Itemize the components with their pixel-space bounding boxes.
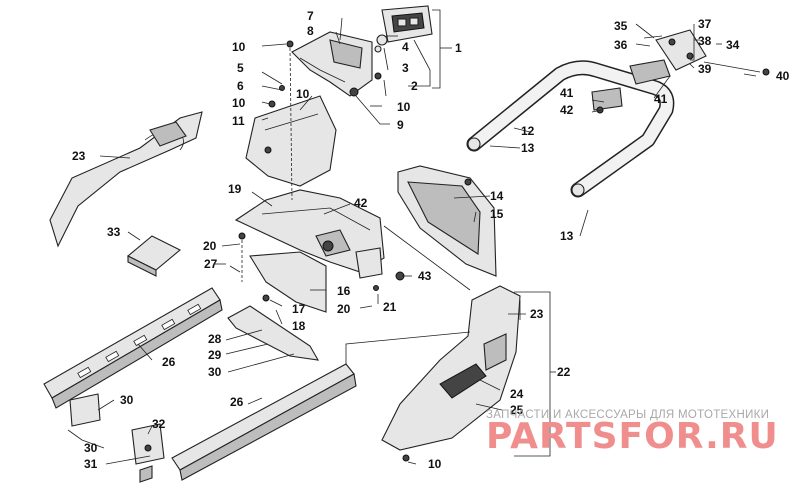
rear-tub bbox=[234, 189, 385, 279]
callout-30-mid: 30 bbox=[208, 365, 222, 379]
taillight-bracket bbox=[291, 31, 373, 97]
callout-29: 29 bbox=[208, 348, 222, 362]
callout-6: 6 bbox=[237, 79, 244, 93]
callout-4: 4 bbox=[402, 40, 409, 54]
callout-20-left: 20 bbox=[203, 239, 217, 253]
callout-5: 5 bbox=[237, 61, 244, 75]
watermark: ЗАПЧАСТИ И АКСЕССУАРЫ ДЛЯ МОТОТЕХНИКИ PA… bbox=[486, 409, 779, 457]
callout-32: 32 bbox=[152, 417, 166, 431]
callout-33: 33 bbox=[107, 225, 121, 239]
callout-12: 12 bbox=[521, 124, 535, 138]
callout-28: 28 bbox=[208, 332, 222, 346]
callout-19: 19 bbox=[228, 182, 242, 196]
callout-36: 36 bbox=[614, 38, 628, 52]
callout-11: 11 bbox=[232, 114, 245, 128]
callout-43: 43 bbox=[418, 269, 432, 283]
cover-plate bbox=[127, 235, 181, 277]
leader-lines bbox=[67, 9, 757, 465]
callout-13-bottom: 13 bbox=[560, 229, 574, 243]
callout-10-right: 10 bbox=[397, 100, 411, 114]
callout-42-mid: 42 bbox=[354, 196, 368, 210]
callout-9: 9 bbox=[397, 118, 404, 132]
callout-13-top: 13 bbox=[521, 141, 535, 155]
watermark-brand: PARTSFOR.RU bbox=[486, 416, 779, 457]
callout-10-mid: 10 bbox=[296, 87, 310, 101]
callout-14: 14 bbox=[490, 189, 504, 203]
callout-3: 3 bbox=[402, 61, 409, 75]
callout-15: 15 bbox=[490, 207, 504, 221]
callout-labels: 1 2 3 4 5 6 7 8 9 10 10 10 10 10 11 12 1… bbox=[72, 9, 790, 471]
callout-21: 21 bbox=[383, 300, 397, 314]
grab-bar bbox=[466, 60, 675, 198]
callout-24: 24 bbox=[510, 387, 524, 401]
callout-26-upper: 26 bbox=[162, 355, 176, 369]
callout-10-bottom: 10 bbox=[428, 457, 442, 471]
taillight-assembly bbox=[374, 5, 433, 53]
callout-31: 31 bbox=[84, 457, 98, 471]
callout-16: 16 bbox=[337, 284, 351, 298]
callout-42-top: 42 bbox=[560, 103, 574, 117]
callout-39: 39 bbox=[698, 62, 712, 76]
callout-10-left: 10 bbox=[232, 96, 246, 110]
callout-23-right: 23 bbox=[530, 307, 544, 321]
callout-2: 2 bbox=[411, 79, 418, 93]
callout-25: 25 bbox=[510, 403, 524, 417]
mount-bracket bbox=[227, 305, 320, 361]
callout-40: 40 bbox=[776, 69, 790, 83]
callout-10-top: 10 bbox=[232, 40, 246, 54]
callout-30-right: 30 bbox=[120, 393, 134, 407]
callout-17: 17 bbox=[292, 302, 306, 316]
right-side-panel bbox=[381, 285, 521, 451]
callout-23-left: 23 bbox=[72, 149, 86, 163]
callout-34: 34 bbox=[726, 38, 740, 52]
callout-1: 1 bbox=[455, 41, 462, 55]
callout-38: 38 bbox=[698, 34, 712, 48]
watermark-tagline: ЗАПЧАСТИ И АКСЕССУАРЫ ДЛЯ МОТОТЕХНИКИ bbox=[486, 409, 769, 421]
callout-7: 7 bbox=[307, 9, 314, 23]
upper-rail bbox=[43, 287, 223, 409]
inner-guard bbox=[245, 95, 337, 187]
left-side-panel bbox=[49, 111, 203, 248]
callout-41-left: 41 bbox=[560, 86, 574, 100]
callout-37: 37 bbox=[698, 17, 712, 31]
right-fender bbox=[397, 165, 497, 277]
callout-35: 35 bbox=[614, 19, 628, 33]
callout-8: 8 bbox=[307, 24, 314, 38]
callout-20-right: 20 bbox=[337, 302, 351, 316]
callout-41-right: 41 bbox=[654, 92, 668, 106]
lower-hitch bbox=[69, 393, 165, 483]
callout-27: 27 bbox=[204, 257, 218, 271]
callout-30-low: 30 bbox=[84, 441, 98, 455]
splash-guard bbox=[249, 251, 327, 313]
callout-26-lower: 26 bbox=[230, 395, 244, 409]
lower-rail bbox=[171, 363, 357, 481]
callout-18: 18 bbox=[292, 319, 306, 333]
callout-22: 22 bbox=[557, 365, 571, 379]
